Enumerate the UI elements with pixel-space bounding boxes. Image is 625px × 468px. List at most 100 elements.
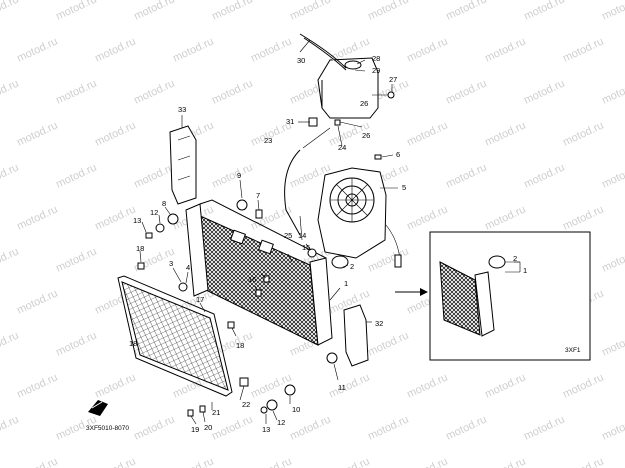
callout-1: 1 — [344, 279, 348, 288]
inset-code: 3XF1 — [565, 347, 581, 354]
watermark-text: motod.ru — [93, 455, 137, 468]
watermark-text: motod.ru — [600, 0, 625, 23]
watermark-text: motod.ru — [93, 35, 137, 64]
callout-15: 15 — [302, 243, 310, 252]
callout-14: 14 — [298, 231, 306, 240]
watermark-text: motod.ru — [600, 161, 625, 190]
watermark-text: motod.ru — [483, 119, 527, 148]
watermark-text: motod.ru — [444, 161, 488, 190]
callout-20: 20 — [204, 423, 212, 432]
fan-shroud — [317, 167, 402, 268]
watermark-text: motod.ru — [132, 161, 176, 190]
callout-26-b: 26 — [360, 99, 368, 108]
callout-19: 19 — [191, 425, 199, 434]
callout-21: 21 — [212, 408, 220, 417]
callout-6: 6 — [396, 150, 400, 159]
side-cover-right — [343, 304, 369, 367]
callout-17: 17 — [196, 295, 204, 304]
callout-2: 2 — [350, 262, 354, 271]
watermark-text: motod.ru — [405, 455, 449, 468]
inset-callout-1: 1 — [523, 266, 527, 275]
watermark-text: motod.ru — [15, 119, 59, 148]
watermark-text: motod.ru — [483, 455, 527, 468]
watermark-text: motod.ru — [600, 329, 625, 358]
watermark-text: motod.ru — [171, 35, 215, 64]
watermark-text: motod.ru — [54, 329, 98, 358]
callout-28: 28 — [372, 54, 380, 63]
watermark-text: motod.ru — [0, 413, 21, 442]
watermark-text: motod.ru — [327, 455, 371, 468]
watermark-text: motod.ru — [0, 161, 21, 190]
callout-30: 30 — [297, 56, 305, 65]
callout-18: 18 — [136, 244, 144, 253]
watermark-text: motod.ru — [249, 35, 293, 64]
callout-13-b: 13 — [262, 425, 270, 434]
watermark-text: motod.ru — [132, 77, 176, 106]
watermark-text: motod.ru — [54, 0, 98, 23]
watermark-text: motod.ru — [210, 413, 254, 442]
watermark-text: motod.ru — [600, 245, 625, 274]
fasteners — [137, 119, 382, 417]
callout-26: 26 — [362, 131, 370, 140]
callout-31: 31 — [286, 117, 294, 126]
watermark-text: motod.ru — [15, 371, 59, 400]
watermark-text: motod.ru — [132, 0, 176, 23]
watermark-text: motod.ru — [483, 371, 527, 400]
watermark-text: motod.ru — [405, 119, 449, 148]
watermark-text: motod.ru — [405, 371, 449, 400]
inset-callout-2: 2 — [513, 254, 517, 263]
watermark-text: motod.ru — [54, 245, 98, 274]
watermark-text: motod.ru — [366, 329, 410, 358]
callout-8: 8 — [162, 199, 166, 208]
callout-labels: 1 2 3 4 5 6 7 8 9 10 11 12 13 14 15 16 1… — [86, 54, 581, 434]
watermark-text: motod.ru — [600, 413, 625, 442]
watermark-text: motod.ru — [561, 371, 605, 400]
callout-25: 25 — [284, 231, 292, 240]
watermark-text: motod.ru — [249, 455, 293, 468]
callout-23: 23 — [264, 136, 272, 145]
callout-12: 12 — [150, 208, 158, 217]
callout-33: 33 — [178, 105, 186, 114]
watermark-text: motod.ru — [15, 287, 59, 316]
watermark-text: motod.ru — [0, 0, 21, 23]
watermark-text: motod.ru — [0, 77, 21, 106]
callout-18-c: 18 — [129, 339, 137, 348]
watermark-text: motod.ru — [522, 0, 566, 23]
watermark-text: motod.ru — [483, 203, 527, 232]
radiator — [185, 199, 333, 346]
watermark-text: motod.ru — [600, 77, 625, 106]
callout-4: 4 — [186, 263, 190, 272]
watermark-text: motod.ru — [93, 371, 137, 400]
watermark-text: motod.ru — [522, 413, 566, 442]
watermark-text: motod.ru — [444, 0, 488, 23]
watermark-text: motod.ru — [561, 119, 605, 148]
callout-12-b: 12 — [277, 418, 285, 427]
watermark-text: motod.ru — [0, 245, 21, 274]
callout-27: 27 — [389, 75, 397, 84]
watermark-text: motod.ru — [15, 455, 59, 468]
callout-16: 16 — [248, 275, 256, 284]
watermark-text: motod.ru — [366, 245, 410, 274]
callout-11: 11 — [338, 383, 346, 392]
watermark-text: motod.ru — [15, 35, 59, 64]
watermark-text: motod.ru — [54, 161, 98, 190]
callout-32: 32 — [375, 319, 383, 328]
watermark-text: motod.ru — [561, 203, 605, 232]
watermark-text: motod.ru — [405, 203, 449, 232]
watermark-text: motod.ru — [171, 455, 215, 468]
watermark-text: motod.ru — [93, 203, 137, 232]
watermark-text: motod.ru — [483, 35, 527, 64]
watermark-text: motod.ru — [132, 413, 176, 442]
callout-9: 9 — [237, 171, 241, 180]
watermark-text: motod.ru — [15, 203, 59, 232]
watermark-text: motod.ru — [288, 413, 332, 442]
watermark-text: motod.ru — [54, 77, 98, 106]
callout-3: 3 — [169, 259, 173, 268]
inset-detail — [429, 231, 591, 361]
direction-arrow-icon — [88, 400, 108, 416]
watermark-text: motod.ru — [366, 0, 410, 23]
watermark-text: motod.ru — [288, 0, 332, 23]
side-cover-left — [169, 125, 197, 205]
